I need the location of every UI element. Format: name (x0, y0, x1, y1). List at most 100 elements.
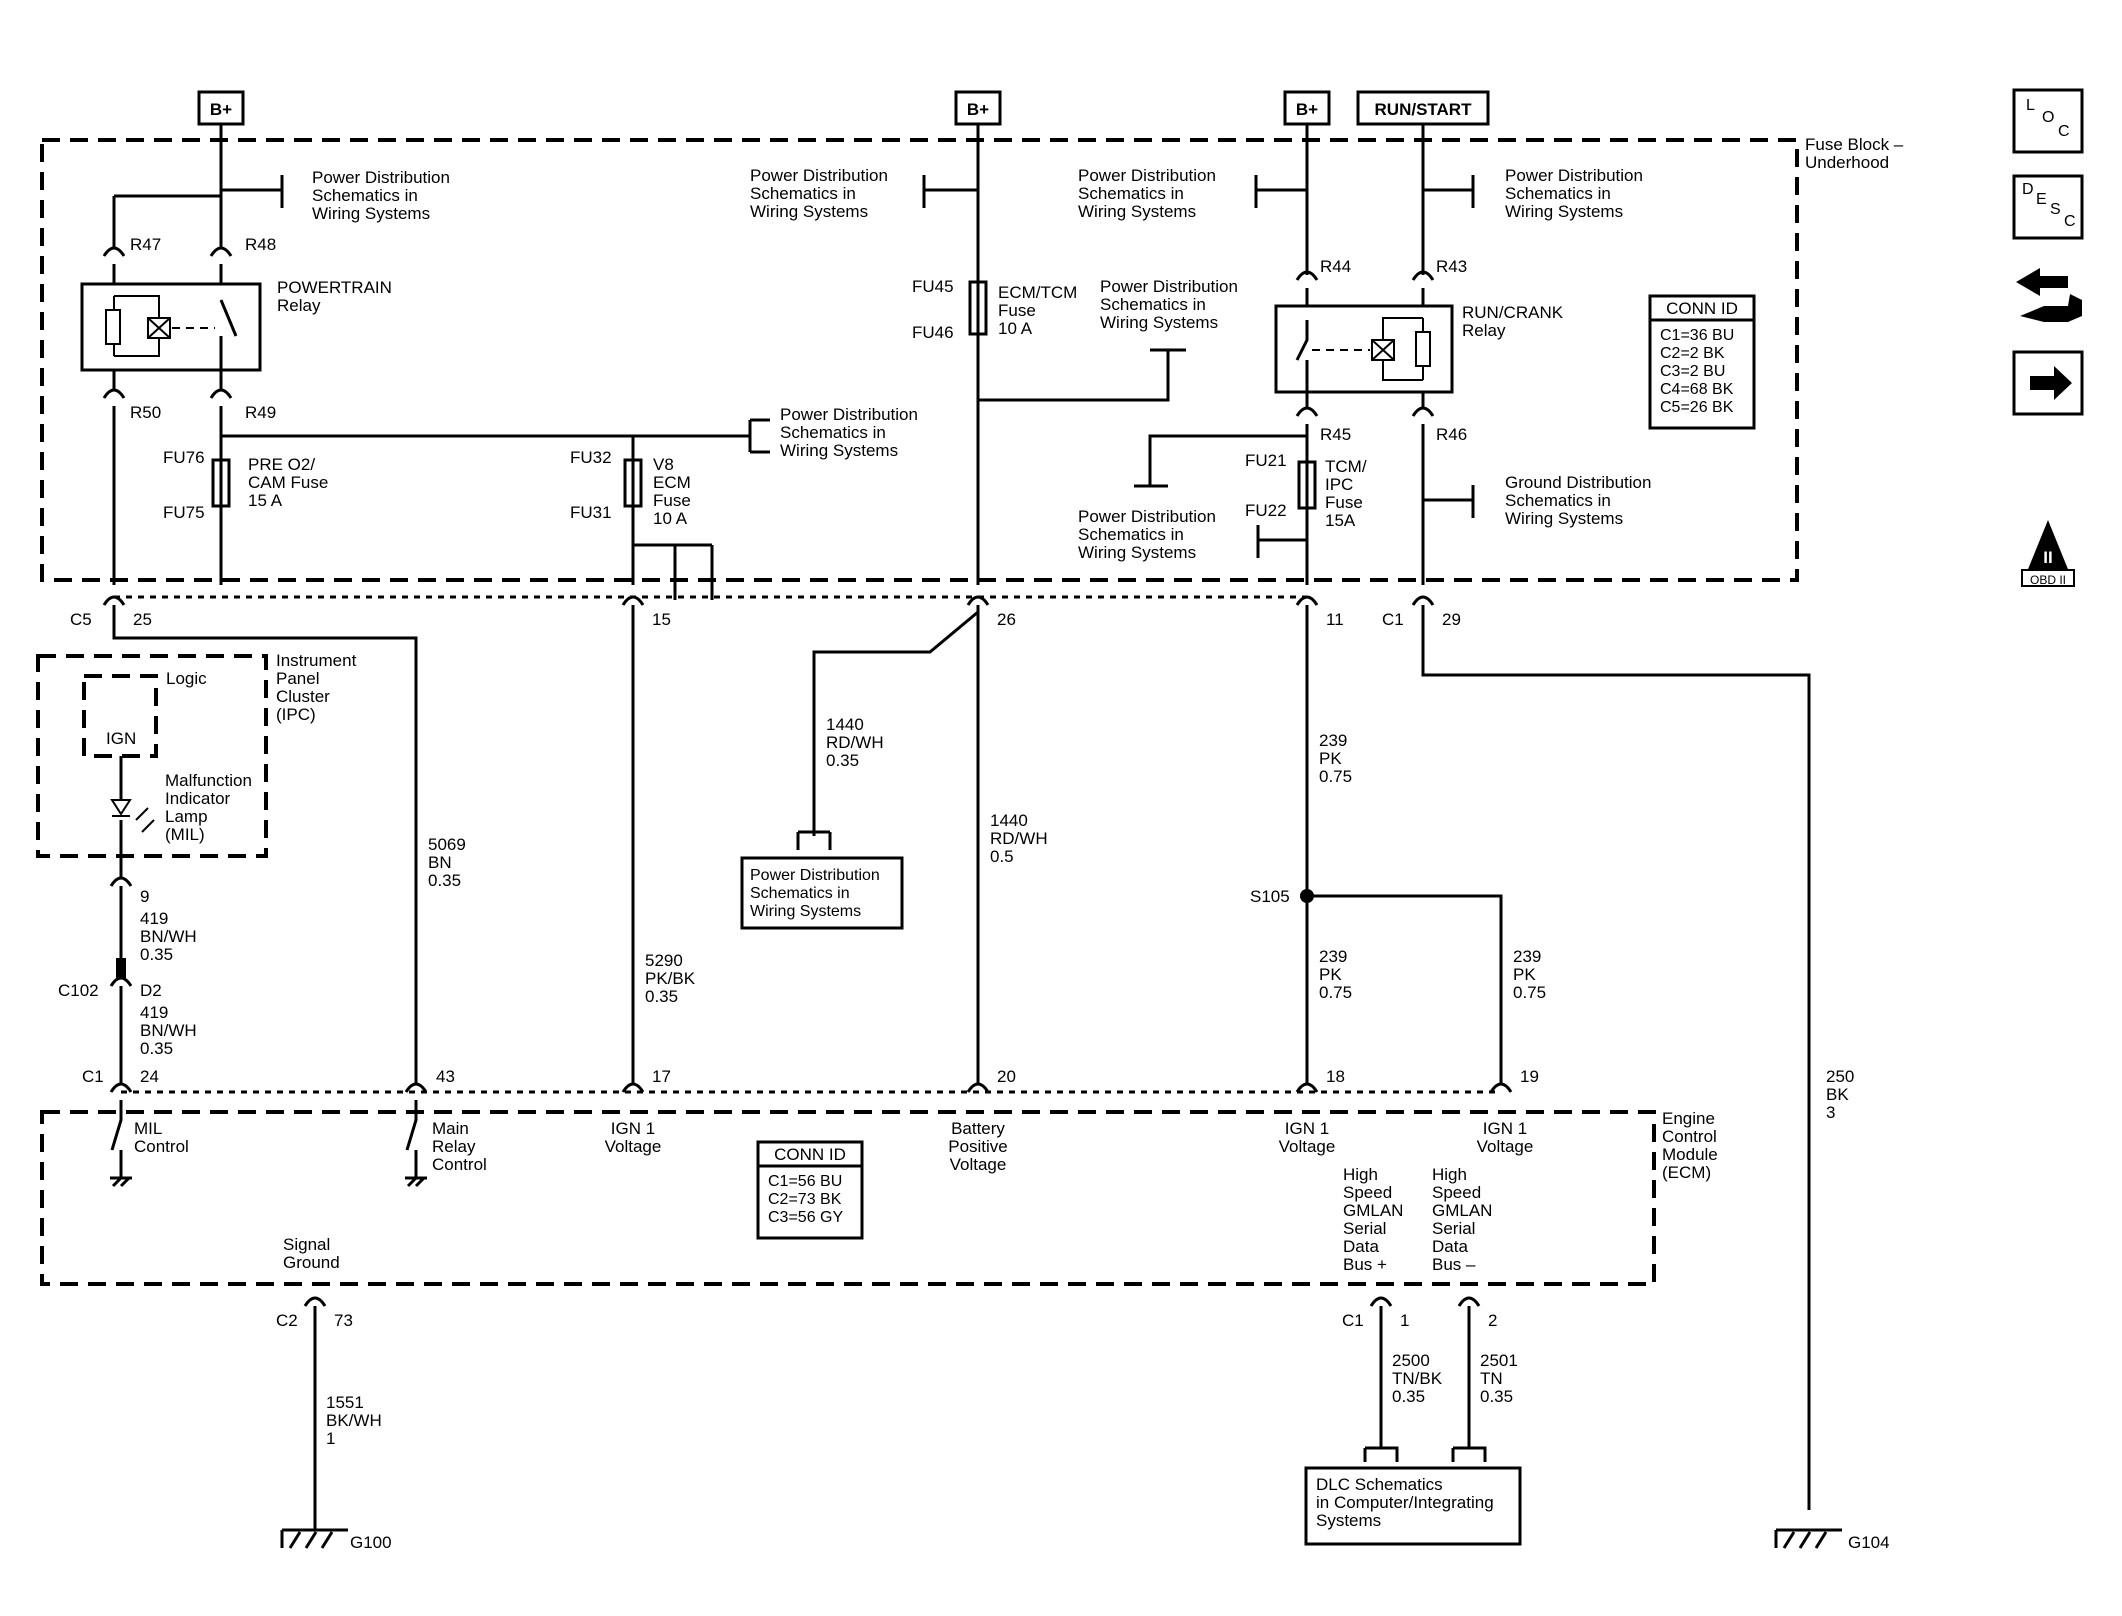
pin-r43: R43 (1436, 257, 1467, 276)
next-arrow-icon[interactable] (2012, 350, 2084, 416)
wire-pin-9: 9 (140, 887, 149, 906)
fuse-pin-fu76: FU76 (163, 448, 205, 467)
ipc-logic-box (82, 674, 158, 758)
pin-1: 1 (1400, 1311, 1409, 1330)
fuse-pin-fu46: FU46 (912, 323, 954, 342)
fuse-pin-fu32: FU32 (570, 448, 612, 467)
svg-text:C1=36 BU: C1=36 BU (1660, 327, 1734, 344)
run-crank-relay (1274, 304, 1454, 394)
conn-id-ecm: CONN ID C1=56 BU C2=73 BK C3=56 GY (756, 1140, 864, 1240)
dlc-box (1304, 1466, 1522, 1546)
conn-c102: C102 (58, 981, 99, 1000)
relay-coil-resistor (105, 309, 121, 345)
powertrain-relay (80, 282, 262, 372)
svg-text:OBD II: OBD II (2030, 573, 2066, 587)
svg-text:B+: B+ (1296, 100, 1318, 119)
conn-c5: C5 (70, 610, 92, 629)
svg-text:C5=26 BK: C5=26 BK (1660, 399, 1734, 416)
pin-r48: R48 (245, 235, 276, 254)
pin-2: 2 (1488, 1311, 1497, 1330)
pin-73: 73 (334, 1311, 353, 1330)
pin-r44: R44 (1320, 257, 1351, 276)
pin-r47: R47 (130, 235, 161, 254)
svg-text:B+: B+ (210, 100, 232, 119)
pds-box-1440 (740, 856, 904, 930)
svg-text:L: L (2026, 97, 2035, 114)
pin-20: 20 (997, 1067, 1016, 1086)
wrench-arrow-icon[interactable] (2016, 268, 2082, 322)
conn-c1-ecm: C1 (82, 1067, 104, 1086)
bplus-tag-3: B+ (1283, 90, 1331, 126)
fuse-pre-o2 (211, 458, 231, 508)
pin-15: 15 (652, 610, 671, 629)
svg-text:B+: B+ (967, 100, 989, 119)
desc-icon[interactable]: D E S C (2012, 174, 2084, 240)
fuse-pin-fu22: FU22 (1245, 501, 1287, 520)
pin-43: 43 (436, 1067, 455, 1086)
svg-text:II: II (2043, 548, 2052, 567)
svg-text:C: C (2064, 213, 2076, 230)
svg-text:C3=2 BU: C3=2 BU (1660, 363, 1725, 380)
run-start-tag: RUN/START (1356, 90, 1490, 126)
svg-text:C4=68 BK: C4=68 BK (1660, 381, 1734, 398)
pin-r45: R45 (1320, 425, 1351, 444)
ipc-logic-label: Logic (166, 669, 207, 688)
ground-g104: G104 (1848, 1533, 1890, 1552)
pin-r46: R46 (1436, 425, 1467, 444)
pin-17: 17 (652, 1067, 671, 1086)
pin-24: 24 (140, 1067, 159, 1086)
bplus-tag-1: B+ (197, 90, 245, 126)
svg-text:D: D (2022, 181, 2034, 198)
conn-c1-ecm-b: C1 (1342, 1311, 1364, 1330)
svg-text:S: S (2050, 201, 2061, 218)
pin-19: 19 (1520, 1067, 1539, 1086)
splice-s105-label: S105 (1250, 887, 1290, 906)
svg-text:C2=2 BK: C2=2 BK (1660, 345, 1725, 362)
fuse-block-outline (40, 138, 1799, 582)
svg-text:C2=73 BK: C2=73 BK (768, 1191, 842, 1208)
bplus-tag-2: B+ (954, 90, 1002, 126)
fuse-tcm-ipc (1297, 460, 1317, 510)
svg-text:RUN/START: RUN/START (1375, 100, 1473, 119)
pin-r49: R49 (245, 403, 276, 422)
pin-29: 29 (1442, 610, 1461, 629)
loc-icon[interactable]: L O C (2012, 88, 2084, 154)
fuse-ecm-tcm (968, 280, 988, 336)
fuse-v8-ecm (623, 458, 643, 508)
fuse-pin-fu45: FU45 (912, 277, 954, 296)
conn-c1-fb: C1 (1382, 610, 1404, 629)
pin-25: 25 (133, 610, 152, 629)
fuse-pin-fu75: FU75 (163, 503, 205, 522)
